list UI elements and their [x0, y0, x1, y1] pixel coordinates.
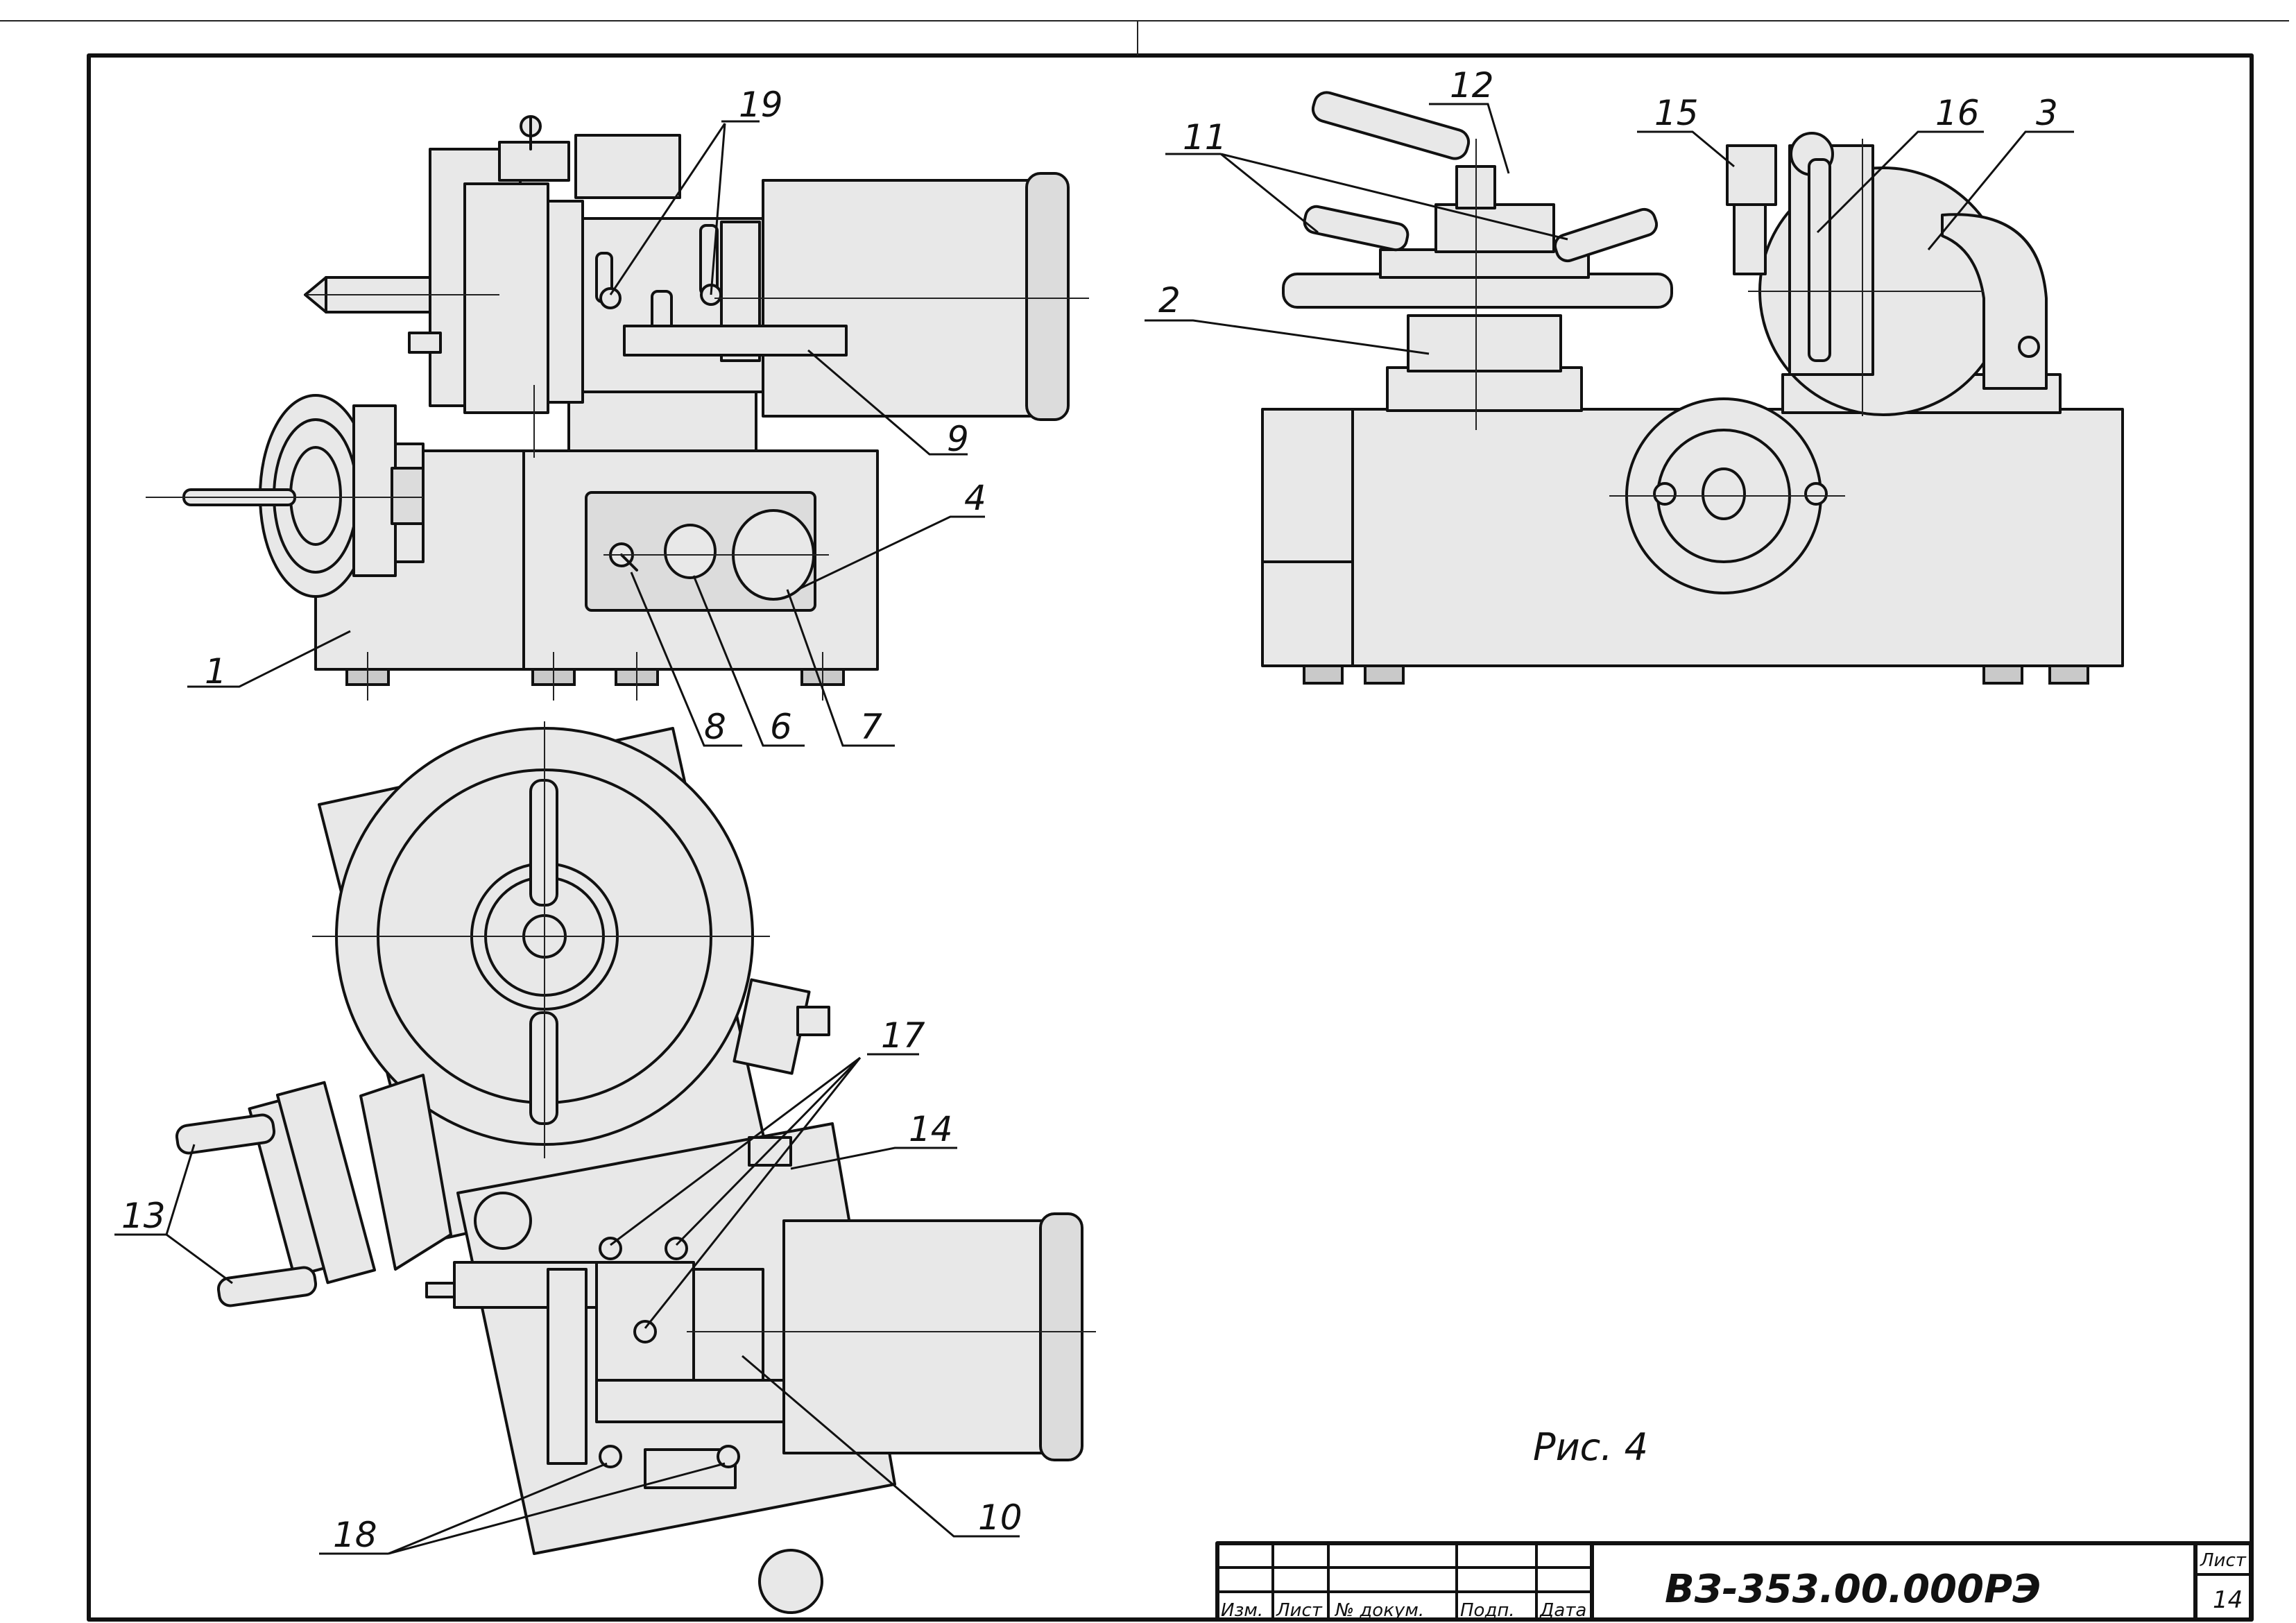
col-list: Лист [1276, 1600, 1323, 1621]
callout-17: 17 [881, 1015, 925, 1056]
col-doc: № докум. [1334, 1600, 1424, 1621]
callout-10: 10 [978, 1497, 1022, 1538]
callout-12: 12 [1450, 65, 1494, 105]
callout-13: 13 [121, 1196, 166, 1236]
callout-16: 16 [1935, 93, 1980, 133]
callout-3: 3 [2036, 93, 2058, 133]
callout-2: 2 [1158, 280, 1181, 320]
document-code: ВЗ-353.00.000РЭ [1665, 1567, 2041, 1612]
callout-1: 1 [205, 651, 227, 692]
indicator-lamp [664, 524, 717, 579]
col-izm: Изм. [1221, 1600, 1263, 1621]
drawing-frame [0, 20, 2289, 1622]
col-sign: Подп. [1460, 1600, 1515, 1621]
col-date: Дата [1539, 1600, 1586, 1621]
side-view [1261, 91, 2124, 685]
callout-7: 7 [860, 707, 882, 747]
title-block: Изм. Лист № докум. Подп. Дата ВЗ-353.00.… [1215, 1541, 2253, 1622]
callout-6: 6 [770, 707, 792, 747]
sheet-label: Лист [2200, 1550, 2247, 1571]
figure-caption: Рис. 4 [1533, 1425, 1648, 1469]
callout-9: 9 [947, 419, 969, 459]
callout-4: 4 [964, 478, 986, 518]
callouts: 19 9 4 1 8 6 7 12 11 2 15 [114, 65, 2074, 1555]
callout-14: 14 [909, 1109, 953, 1149]
callout-19: 19 [739, 85, 783, 125]
front-view [146, 115, 1089, 701]
callout-8: 8 [704, 707, 726, 747]
sheet-number: 14 [2213, 1586, 2243, 1614]
motor-top [782, 1219, 1070, 1454]
top-view [175, 721, 1096, 1614]
grinding-disc [1282, 273, 1673, 309]
callout-18: 18 [333, 1515, 377, 1555]
callout-15: 15 [1654, 93, 1699, 133]
callout-11: 11 [1183, 117, 1227, 157]
